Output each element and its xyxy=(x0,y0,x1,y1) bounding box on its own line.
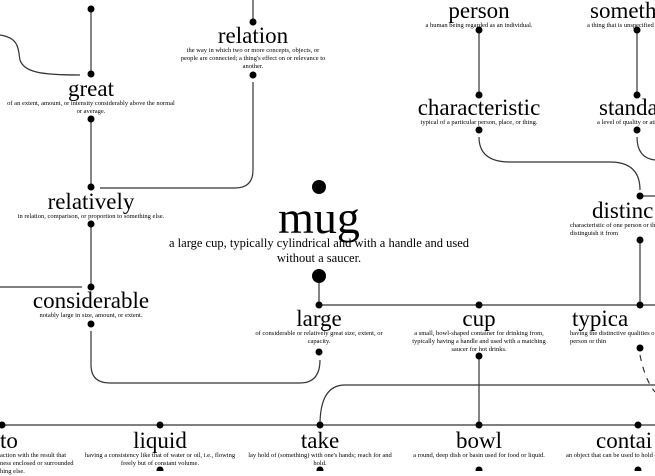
word-definition: a thing that is unspecified o xyxy=(587,22,655,29)
node-person[interactable]: person a human being regarded as an indi… xyxy=(404,0,554,30)
node-dot xyxy=(475,126,483,134)
node-dot xyxy=(315,301,323,309)
node-relation[interactable]: relation the way in which two or more co… xyxy=(178,23,328,71)
word-title: take xyxy=(300,428,340,453)
word-title: considerable xyxy=(32,288,150,313)
node-dot xyxy=(156,421,164,429)
node-dot xyxy=(475,466,483,471)
edge xyxy=(318,283,655,306)
node-dot xyxy=(633,126,641,134)
edge xyxy=(319,384,655,426)
word-title: large xyxy=(296,306,342,331)
node-considerable[interactable]: considerable notably large in size, amou… xyxy=(11,288,171,320)
word-definition: an object that can be used to hold o xyxy=(566,452,655,459)
node-container[interactable]: contai an object that can be used to hol… xyxy=(566,428,655,460)
edge xyxy=(639,354,655,393)
node-great[interactable]: great of an extent, amount, or intensity… xyxy=(6,76,176,116)
word-definition: lay hold of (something) with one's hands… xyxy=(248,452,392,467)
node-dot xyxy=(156,466,164,471)
node-dot xyxy=(87,70,95,78)
node-dot xyxy=(87,115,95,123)
node-dot xyxy=(87,183,95,191)
center-node-mug[interactable]: mug a large cup, typically cylindrical a… xyxy=(169,192,470,266)
word-title: cup xyxy=(462,306,496,331)
edge xyxy=(100,82,254,189)
word-title: contai xyxy=(596,428,653,453)
node-dot xyxy=(87,5,95,13)
node-dot xyxy=(634,466,642,471)
node-dot xyxy=(87,320,95,328)
node-dot xyxy=(249,18,257,26)
node-large[interactable]: large of considerable or relatively grea… xyxy=(254,306,384,346)
edge xyxy=(636,136,655,161)
word-definition: of considerable or relatively great size… xyxy=(255,330,383,345)
node-dot xyxy=(315,348,323,356)
edge xyxy=(0,34,81,76)
node-dot xyxy=(316,466,324,471)
node-characteristic[interactable]: characteristic typical of a particular p… xyxy=(394,95,564,127)
node-dot xyxy=(633,91,641,99)
node-dot xyxy=(634,421,642,429)
word-definition: a human being regarded as an individual. xyxy=(425,22,533,29)
word-definition: in relation, comparison, or proportion t… xyxy=(17,213,165,220)
node-dot xyxy=(249,71,257,79)
word-definition: characteristic of one person or th disti… xyxy=(570,222,655,237)
word-definition: action with the result that ness enclose… xyxy=(0,452,74,475)
word-title: bowl xyxy=(456,428,502,453)
node-dot xyxy=(636,301,644,309)
word-definition: notably large in size, amount, or extent… xyxy=(39,312,143,319)
word-definition: the way in which two or more concepts, o… xyxy=(180,47,326,70)
edge xyxy=(90,331,321,384)
node-bowl[interactable]: bowl a round, deep dish or basin used fo… xyxy=(404,428,554,460)
node-standard[interactable]: standa a level of quality or att xyxy=(597,95,655,127)
node-dot xyxy=(633,26,641,34)
word-definition: typical of a particular person, place, o… xyxy=(420,119,538,126)
node-cup[interactable]: cup a small, bowl-shaped container for d… xyxy=(412,306,547,354)
word-title: mug xyxy=(278,192,360,243)
node-dot xyxy=(636,344,644,352)
word-title: relation xyxy=(217,23,289,48)
node-dot xyxy=(316,421,324,429)
node-into[interactable]: to action with the result that ness encl… xyxy=(0,428,75,476)
word-definition: a large cup, typically cylindrical and w… xyxy=(169,236,470,265)
node-dot xyxy=(475,91,483,99)
node-dot xyxy=(475,301,483,309)
node-take[interactable]: take lay hold of (something) with one's … xyxy=(245,428,395,468)
node-dot xyxy=(636,236,644,244)
node-liquid[interactable]: liquid having a consistency like that of… xyxy=(83,428,238,468)
word-title: standa xyxy=(599,95,655,120)
word-title: relatively xyxy=(47,189,135,214)
center-dot xyxy=(312,180,326,194)
center-dot xyxy=(312,269,326,283)
node-dot xyxy=(475,421,483,429)
node-dot xyxy=(87,283,95,291)
edge xyxy=(478,136,641,191)
word-title: person xyxy=(448,0,510,23)
word-title: someth xyxy=(590,0,655,23)
node-dot xyxy=(0,421,6,429)
word-definition: a small, bowl-shaped container for drink… xyxy=(412,330,546,353)
word-title: to xyxy=(0,428,18,453)
node-something[interactable]: someth a thing that is unspecified o xyxy=(587,0,655,30)
word-definition: a round, deep dish or basin used for foo… xyxy=(413,452,545,459)
node-dot xyxy=(475,352,483,360)
word-definition: a level of quality or att xyxy=(597,119,655,126)
word-title: great xyxy=(68,76,114,101)
node-typical[interactable]: typica having the distinctive qualities … xyxy=(570,306,655,346)
word-title: distinc xyxy=(592,198,654,223)
node-dot xyxy=(475,26,483,34)
word-definition: of an extent, amount, or intensity consi… xyxy=(7,100,175,115)
word-title: characteristic xyxy=(417,95,541,120)
node-dot xyxy=(87,220,95,228)
word-title: liquid xyxy=(133,428,187,453)
word-title: typica xyxy=(572,306,629,331)
node-dot xyxy=(636,192,644,200)
word-definition: having the distinctive qualities o perso… xyxy=(570,330,655,345)
node-relatively[interactable]: relatively in relation, comparison, or p… xyxy=(1,189,181,221)
node-distinct[interactable]: distinc characteristic of one person or … xyxy=(570,198,655,238)
word-definition: having a consistency like that of water … xyxy=(84,452,236,467)
